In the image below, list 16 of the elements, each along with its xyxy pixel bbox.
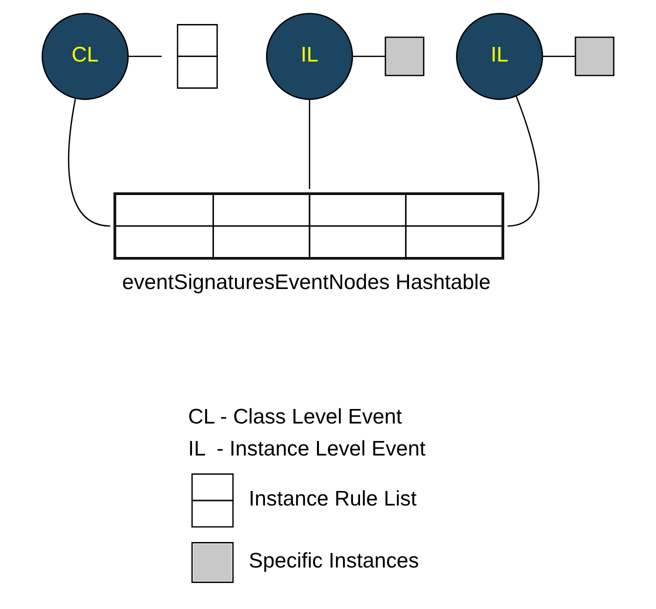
label: IL - Instance Level Event (188, 437, 426, 460)
node-circle: IL (456, 12, 544, 100)
label: CL - Class Level Event (188, 406, 402, 429)
node-circle: IL (266, 12, 354, 100)
connector (128, 56, 162, 58)
legend-label: Instance Rule List (248, 487, 417, 510)
connector (308, 100, 310, 190)
node-label: eventSignaturesEventNodes Hashtable (122, 271, 491, 294)
connector (352, 56, 386, 58)
node-circle: CL (42, 12, 129, 100)
legend-label: Specific Instances (248, 550, 419, 573)
node-box (574, 36, 614, 76)
connector (542, 56, 576, 58)
node-box (384, 36, 424, 76)
connector (68, 98, 110, 227)
connector (507, 96, 540, 227)
